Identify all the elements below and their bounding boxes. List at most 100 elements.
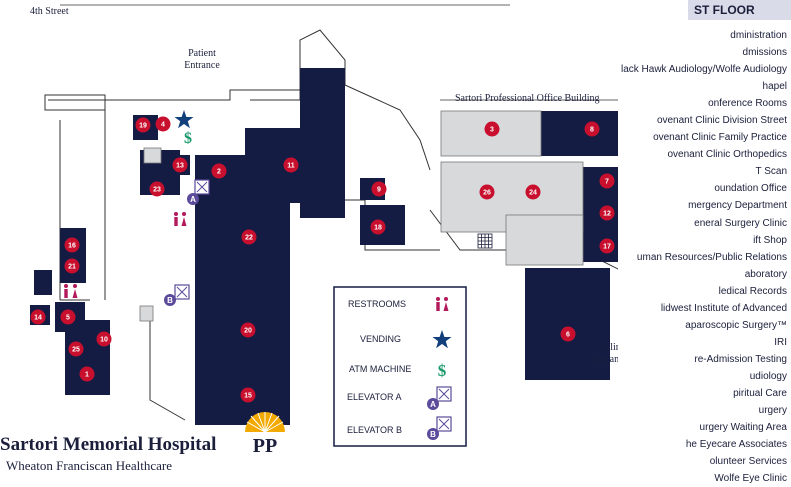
- marker-number: 5: [66, 315, 70, 322]
- marker-number: 18: [374, 225, 382, 232]
- marker-number: 9: [377, 187, 381, 194]
- clinic-entrance-line-1: Clinic: [604, 342, 618, 353]
- marker-circle: [560, 326, 576, 342]
- directory-item: piritual Care: [733, 387, 787, 399]
- directory-item: hapel: [762, 81, 787, 93]
- marker-circle: [241, 229, 257, 245]
- patient-entrance-line-2: Entrance: [184, 60, 220, 71]
- elevator-icon: B: [427, 416, 452, 440]
- room-marker-7: 7: [599, 173, 615, 189]
- room-marker-26: 26: [479, 184, 495, 200]
- room-marker-2: 2: [211, 163, 227, 179]
- marker-number: 1: [85, 372, 89, 379]
- hospital-name: Sartori Memorial Hospital: [0, 434, 217, 455]
- marker-circle: [149, 181, 165, 197]
- atm-dollar-icon: $: [184, 130, 192, 147]
- marker-circle: [155, 116, 171, 132]
- marker-number: 11: [287, 163, 295, 170]
- room-marker-11: 11: [283, 157, 299, 173]
- room-marker-14: 14: [30, 309, 46, 325]
- marker-circle: [211, 163, 227, 179]
- directory-item: Wolfe Eye Clinic: [714, 473, 787, 485]
- marker-number: 24: [529, 190, 537, 197]
- room-marker-5: 5: [60, 309, 76, 325]
- legend-label-elevator-a: ELEVATOR A: [347, 392, 402, 402]
- room-marker-23: 23: [149, 181, 165, 197]
- marker-circle: [370, 219, 386, 235]
- directory-item: aboratory: [744, 268, 787, 280]
- room-marker-8: 8: [584, 121, 600, 137]
- marker-circle: [68, 341, 84, 357]
- room-marker-21: 21: [64, 258, 80, 274]
- room-marker-9: 9: [371, 181, 387, 197]
- marker-circle: [96, 331, 112, 347]
- directory-item: onference Rooms: [708, 98, 787, 110]
- marker-circle: [30, 309, 46, 325]
- marker-number: 4: [161, 122, 165, 129]
- logo-monogram: PP: [253, 435, 277, 457]
- restroom-icon-map: [174, 212, 187, 226]
- directory-item: mergency Department: [688, 200, 787, 212]
- room-marker-3: 3: [484, 121, 500, 137]
- marker-number: 8: [590, 127, 594, 134]
- marker-circle: [172, 157, 188, 173]
- marker-number: 19: [139, 123, 147, 130]
- marker-number: 26: [483, 190, 491, 197]
- directory-item: dministration: [730, 30, 787, 41]
- office-building-label: Sartori Professional Office Building: [455, 93, 600, 104]
- star-icon: [432, 330, 452, 349]
- floor-directory: ST FLOOR dministration dmissions lack Hawk…: [618, 0, 791, 487]
- legend-label-atm: ATM MACHINE: [349, 364, 411, 374]
- marker-circle: [135, 117, 151, 133]
- hospital-logo-icon: PP: [245, 412, 285, 457]
- directory-item: lack Hawk Audiology/Wolfe Audiology: [620, 64, 787, 76]
- marker-circle: [60, 309, 76, 325]
- directory-item: ovenant Clinic Family Practice: [653, 132, 787, 144]
- marker-circle: [371, 181, 387, 197]
- directory-item: olunteer Services: [709, 456, 787, 468]
- directory-item: lidwest Institute of Advanced: [660, 302, 787, 314]
- marker-number: 20: [244, 328, 252, 335]
- legend-label-elevator-b: ELEVATOR B: [347, 425, 402, 435]
- marker-circle: [484, 121, 500, 137]
- marker-circle: [479, 184, 495, 200]
- directory-item: udiology: [749, 370, 787, 382]
- directory-item: ledical Records: [718, 285, 787, 297]
- marker-number: 12: [603, 211, 611, 218]
- directory-item: eneral Surgery Clinic: [694, 217, 787, 229]
- marker-number: 2: [217, 169, 221, 176]
- room-marker-10: 10: [96, 331, 112, 347]
- marker-number: 17: [603, 244, 611, 251]
- room-marker-18: 18: [370, 219, 386, 235]
- directory-item: urgery: [758, 405, 787, 417]
- marker-circle: [64, 237, 80, 253]
- legend-label-restrooms: RESTROOMS: [348, 299, 406, 309]
- directory-item: oundation Office: [714, 183, 787, 195]
- room-marker-13: 13: [172, 157, 188, 173]
- directory-item: dmissions: [742, 47, 787, 59]
- marker-circle: [240, 387, 256, 403]
- marker-circle: [525, 184, 541, 200]
- marker-circle: [283, 157, 299, 173]
- directory-item: T Scan: [755, 166, 788, 178]
- directory-item: he Eyecare Associates: [685, 439, 787, 451]
- directory-item: urgery Waiting Area: [699, 422, 787, 434]
- marker-number: 16: [68, 243, 76, 250]
- marker-number: 14: [34, 315, 42, 322]
- directory-item: re-Admission Testing: [694, 353, 787, 365]
- marker-circle: [599, 238, 615, 254]
- marker-number: 23: [153, 187, 161, 194]
- directory-item: uman Resources/Public Relations: [636, 251, 787, 263]
- marker-number: 3: [490, 127, 494, 134]
- street-label: 4th Street: [30, 6, 69, 17]
- buildings-dark: [30, 68, 618, 425]
- floor-header: ST FLOOR: [688, 0, 791, 20]
- buildings-light: [139, 110, 584, 322]
- directory-item: ift Shop: [753, 234, 787, 246]
- marker-circle: [584, 121, 600, 137]
- room-marker-19: 19: [135, 117, 151, 133]
- marker-circle: [240, 322, 256, 338]
- room-marker-22: 22: [241, 229, 257, 245]
- marker-number: 7: [605, 179, 609, 186]
